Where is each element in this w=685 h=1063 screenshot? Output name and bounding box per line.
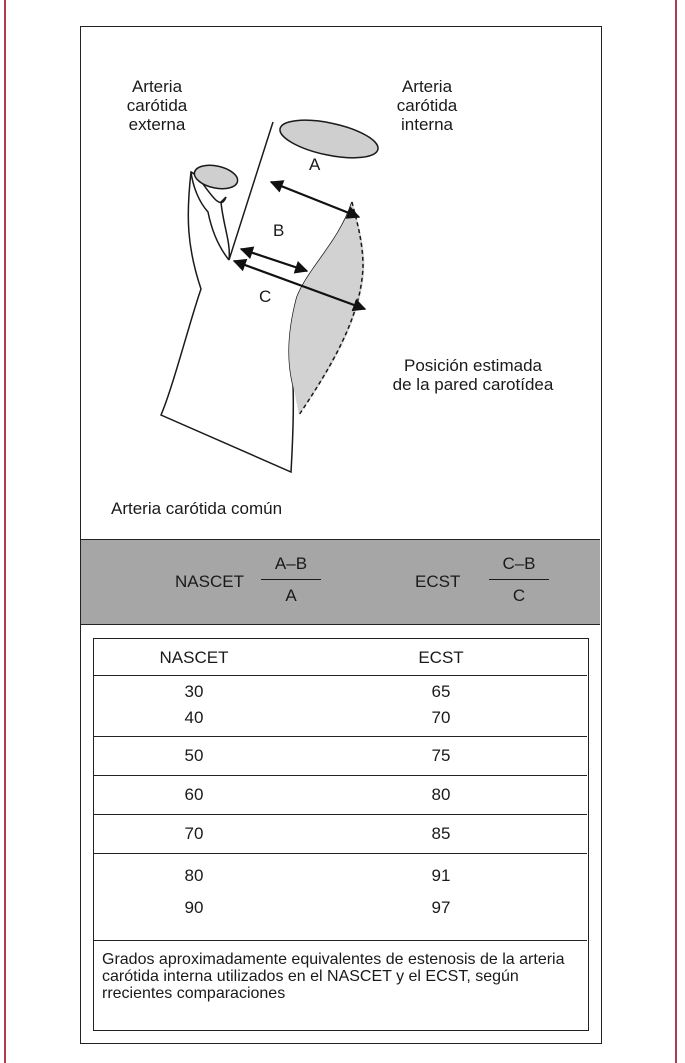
estimated-wall-area (289, 202, 365, 415)
table-header-row: NASCET ECST (94, 639, 587, 676)
internal-carotid-label: Arteria carótida interna (396, 77, 458, 134)
arrow-a (269, 180, 361, 219)
common-carotid-label: Arteria carótida común (111, 499, 283, 518)
internal-carotid-lumen (279, 119, 379, 159)
nascet-formula-name: NASCET (175, 572, 244, 591)
ecst-value: 65 (431, 682, 451, 701)
ecst-fraction: C–B C (489, 554, 549, 606)
ecst-value: 85 (431, 824, 451, 843)
ecst-numerator: C–B (489, 554, 549, 580)
nascet-value: 80 (184, 866, 204, 885)
nascet-numerator: A–B (261, 554, 321, 580)
table-row: 30 65 40 70 (94, 676, 587, 737)
carotid-diagram (160, 119, 379, 474)
nascet-value: 30 (184, 682, 204, 701)
ecst-value: 70 (431, 708, 451, 727)
equivalence-table: NASCET ECST 30 65 40 70 50 75 60 80 70 8… (93, 638, 589, 1031)
table-row: 60 80 (94, 776, 587, 815)
ecst-formula-name: ECST (415, 572, 461, 591)
ecst-value: 80 (431, 785, 451, 804)
label-a: A (309, 155, 321, 174)
nascet-fraction: A–B A (261, 554, 321, 606)
nascet-value: 60 (184, 785, 204, 804)
external-carotid-lumen (193, 164, 239, 190)
nascet-value: 90 (184, 898, 204, 917)
table-row: 50 75 (94, 737, 587, 776)
label-b: B (273, 221, 285, 240)
nascet-value: 40 (184, 708, 204, 727)
page-frame (4, 0, 677, 1063)
table-footnote: Grados aproximadamente equivalentes de e… (102, 951, 565, 1002)
header-ecst: ECST (418, 648, 464, 667)
table-row: 70 85 (94, 815, 587, 854)
arrow-c (232, 258, 367, 312)
external-carotid-label: Arteria carótida externa (126, 77, 188, 134)
ecst-value: 75 (431, 746, 451, 765)
formula-band: NASCET A–B A ECST C–B C (81, 539, 600, 625)
nascet-value: 50 (184, 746, 204, 765)
figure-box: Arteria carótida externa Arteria carótid… (80, 26, 602, 1044)
estimated-wall-label: Posición estimada de la pared carotídea (392, 356, 554, 394)
nascet-value: 70 (184, 824, 204, 843)
ecst-denominator: C (512, 586, 526, 605)
ecst-value: 91 (431, 866, 451, 885)
ecst-value: 97 (431, 898, 451, 917)
header-nascet: NASCET (159, 648, 229, 667)
table-row: 80 91 90 97 (94, 854, 587, 941)
label-c: C (259, 287, 272, 306)
nascet-denominator: A (285, 586, 297, 605)
external-branch-outline (190, 171, 230, 261)
